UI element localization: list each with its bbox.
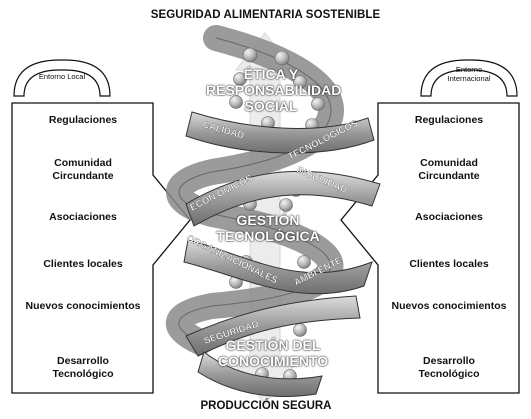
left-panel-frame	[11, 102, 191, 394]
center-gestion-tecnologica: GESTIÓN TECNOLÓGICA	[216, 212, 320, 245]
left-item-asociaciones: Asociaciones	[49, 211, 117, 223]
right-env-arch	[420, 59, 518, 97]
left-item-nuevos: Nuevos conocimientos	[25, 300, 141, 312]
right-item-clientes: Clientes locales	[409, 258, 489, 270]
right-item-regulaciones: Regulaciones	[414, 114, 484, 126]
center-etica: ÉTICA Y RESPONSABILIDAD SOCIAL	[206, 66, 342, 115]
right-panel-frame	[340, 102, 520, 394]
center-gestion-conocimiento: GESTIÓN DEL CONOCIMIENTO	[218, 337, 329, 370]
left-env-label: Entorno Local	[38, 72, 86, 81]
left-item-regulaciones: Regulaciones	[48, 114, 118, 126]
left-item-clientes: Clientes locales	[43, 258, 123, 270]
diagram-title: SEGURIDAD ALIMENTARIA SOSTENIBLE	[150, 9, 381, 21]
bottom-label: PRODUCCIÓN SEGURA	[200, 400, 332, 412]
right-item-nuevos: Nuevos conocimientos	[391, 300, 507, 312]
right-item-desarrollo: Desarrollo Tecnológico	[418, 355, 480, 380]
right-env-label: Entorno Internacional	[447, 65, 491, 83]
right-item-comunidad: Comunidad Circundante	[418, 157, 480, 182]
left-item-comunidad: Comunidad Circundante	[52, 157, 114, 182]
left-item-desarrollo: Desarrollo Tecnológico	[52, 355, 114, 380]
dna-front-strand	[183, 111, 381, 397]
left-env-arch	[13, 59, 111, 97]
right-item-asociaciones: Asociaciones	[415, 211, 483, 223]
